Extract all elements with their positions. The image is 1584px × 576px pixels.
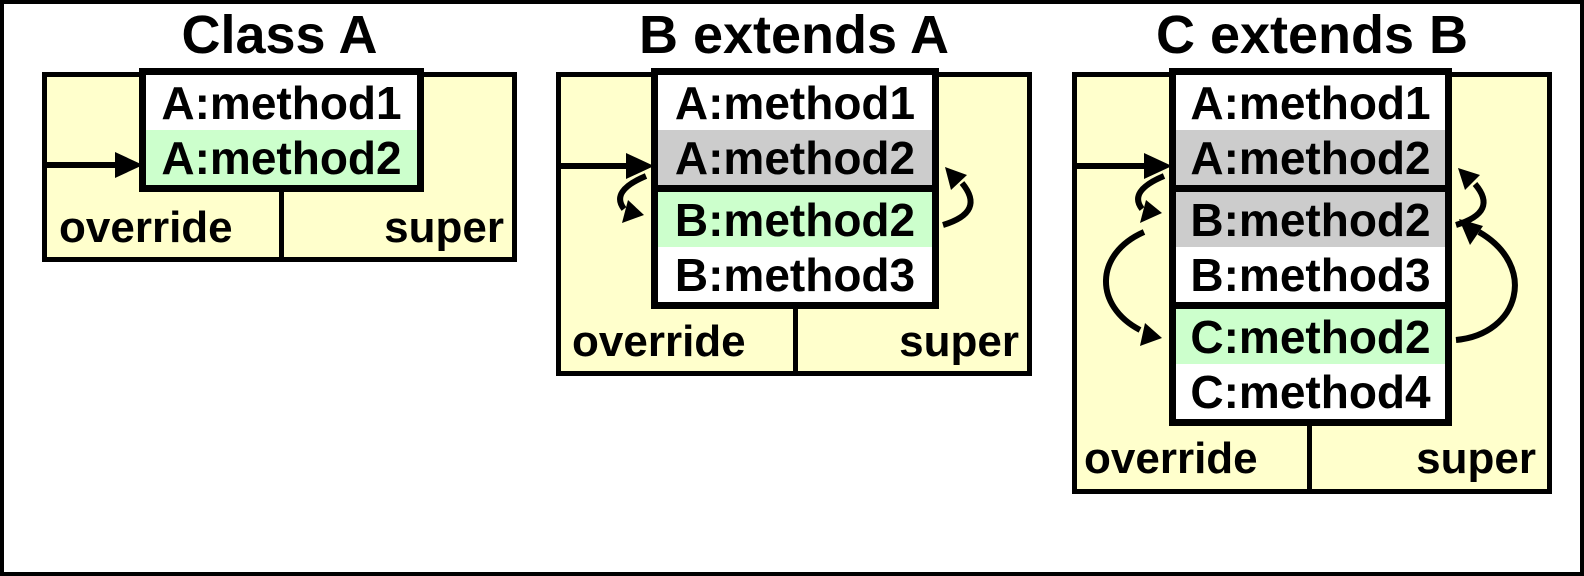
panel3-class-c-segment: C:method2 C:method4 bbox=[1169, 302, 1452, 426]
panel1-row-a-method2: A:method2 bbox=[146, 130, 417, 185]
panel2-override-super-divider bbox=[793, 307, 798, 373]
panel3-override-super-divider bbox=[1307, 424, 1312, 491]
panel1-override-label: override bbox=[59, 203, 233, 252]
panel2-super-label: super bbox=[899, 317, 1019, 366]
panel3-super-label: super bbox=[1416, 434, 1536, 483]
panel3-method-table: A:method1 A:method2 B:method2 B:method3 … bbox=[1169, 68, 1452, 426]
panel3-row-b-method3: B:method3 bbox=[1176, 247, 1445, 302]
panel1-super-label: super bbox=[384, 203, 504, 252]
panel3-class-b-segment: B:method2 B:method3 bbox=[1169, 185, 1452, 309]
panel1-class-a-segment: A:method1 A:method2 bbox=[139, 68, 424, 192]
panel3-class-a-segment: A:method1 A:method2 bbox=[1169, 68, 1452, 192]
panel3-override-label: override bbox=[1084, 434, 1258, 483]
panel2-class-a-segment: A:method1 A:method2 bbox=[651, 68, 939, 192]
panel2-override-label: override bbox=[572, 317, 746, 366]
panel2-class-b-segment: B:method2 B:method3 bbox=[651, 185, 939, 309]
panel2-title: B extends A bbox=[638, 5, 950, 65]
panel1-method-table: A:method1 A:method2 bbox=[139, 68, 424, 192]
panel3-row-a-method1: A:method1 bbox=[1176, 75, 1445, 130]
panel3-row-c-method2: C:method2 bbox=[1176, 309, 1445, 364]
panel3-row-c-method4: C:method4 bbox=[1176, 364, 1445, 419]
panel2-row-b-method3: B:method3 bbox=[658, 247, 932, 302]
panel2-row-b-method2: B:method2 bbox=[658, 192, 932, 247]
panel1-override-super-divider bbox=[279, 192, 284, 259]
panel2-row-a-method1: A:method1 bbox=[658, 75, 932, 130]
panel3-title: C extends B bbox=[1155, 5, 1469, 65]
panel1-row-a-method1: A:method1 bbox=[146, 75, 417, 130]
panel3-row-b-method2: B:method2 bbox=[1176, 192, 1445, 247]
panel1-title: Class A bbox=[181, 5, 378, 65]
panel2-method-table: A:method1 A:method2 B:method2 B:method3 bbox=[651, 68, 939, 309]
panel2-row-a-method2: A:method2 bbox=[658, 130, 932, 185]
panel3-row-a-method2: A:method2 bbox=[1176, 130, 1445, 185]
